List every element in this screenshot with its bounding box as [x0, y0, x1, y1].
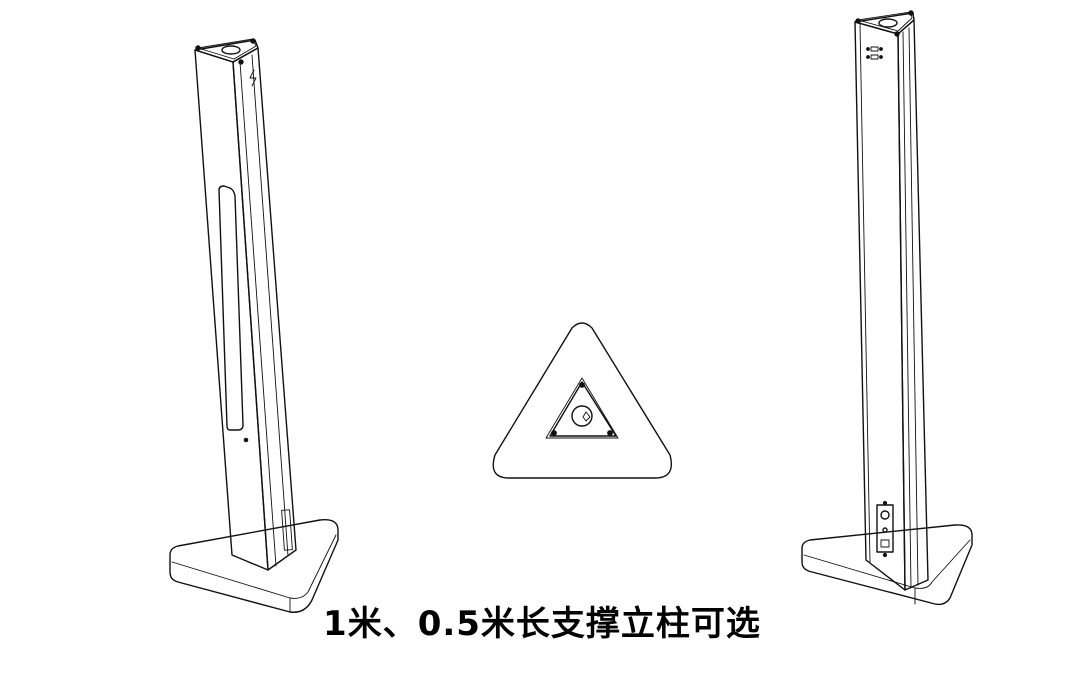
figure-caption: 1米、0.5米长支撑立柱可选: [323, 604, 761, 644]
base-top-view: [492, 322, 673, 479]
logo-icon: [249, 69, 257, 87]
port-icon: [870, 54, 879, 60]
port-icon: [870, 46, 879, 52]
left-support-column: [169, 38, 339, 613]
right-support-column: [801, 10, 973, 606]
